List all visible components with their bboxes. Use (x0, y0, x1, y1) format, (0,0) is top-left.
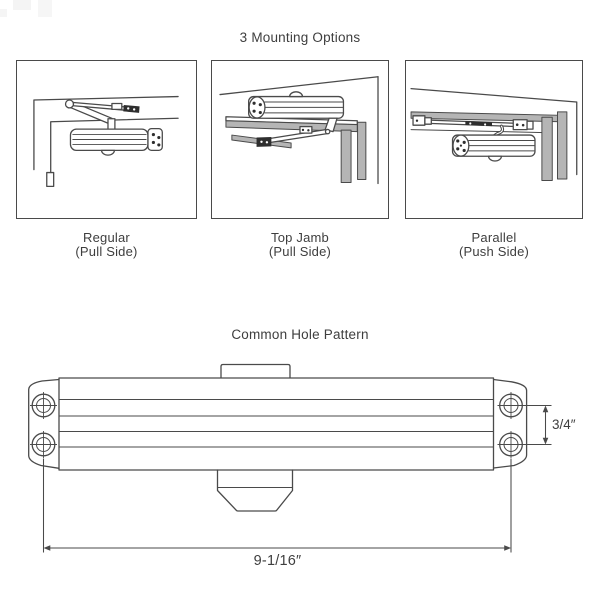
caption-line: Top Jamb (271, 230, 329, 245)
closer-body-front (28, 363, 528, 512)
cropped-logo-remnant (13, 0, 31, 10)
caption-line: (Push Side) (458, 243, 530, 259)
cropped-logo-remnant (38, 0, 52, 17)
end-cap (147, 127, 163, 152)
wall-outline (219, 76, 379, 185)
door-shoe (256, 137, 272, 147)
horizontal-dimension (42, 458, 512, 553)
caption-line: Regular (83, 230, 130, 245)
mounting-panel-top-jamb (211, 60, 389, 219)
elbow-pivot (324, 128, 331, 135)
door-jamb (541, 111, 568, 181)
end-cap (248, 96, 266, 119)
parallel-mount-drawing (410, 88, 578, 181)
caption-parallel: Parallel (Push Side) (405, 231, 583, 259)
top-valve-block (220, 363, 291, 380)
hole (497, 392, 525, 419)
valve-bump (487, 155, 503, 162)
caption-line: (Pull Side) (268, 243, 332, 259)
closer-body (248, 91, 345, 119)
frame-shoe (123, 104, 140, 113)
caption-top-jamb: Top Jamb (Pull Side) (211, 231, 389, 259)
valve-bump (100, 149, 116, 156)
caption-regular: Regular (Pull Side) (16, 231, 197, 259)
closer-arm (256, 117, 338, 147)
closer-body (451, 134, 536, 162)
mount-plate-right (492, 378, 528, 469)
cropped-logo-remnant (0, 9, 7, 17)
arm-bracket (299, 126, 313, 134)
hole (497, 431, 525, 458)
mounting-panel-regular (16, 60, 197, 219)
mount-plate-left (28, 378, 60, 469)
hole-pattern-drawing (20, 352, 592, 577)
track-bracket-left (412, 115, 426, 126)
forearm-rod (262, 128, 328, 145)
caption-line: Parallel (471, 230, 517, 245)
regular-mount-drawing (33, 95, 179, 188)
top-jamb-mount-drawing (219, 76, 379, 185)
door-jamb (340, 121, 367, 183)
vertical-dimension-label: 3/4″ (552, 417, 576, 432)
elbow-pivot (64, 99, 75, 109)
hole (30, 392, 57, 419)
caption-line: (Pull Side) (75, 243, 138, 259)
mounting-options-title: 3 Mounting Options (239, 30, 361, 45)
hinge (46, 171, 55, 188)
parallel-arm-track (412, 115, 534, 138)
horizontal-dimension-label: 9-1/16″ (253, 553, 302, 569)
door-slab (225, 116, 358, 149)
closer-body (69, 118, 163, 156)
vertical-dimension (524, 404, 552, 446)
track-bracket-right (512, 119, 528, 131)
valve-bump (288, 91, 304, 98)
hole-pattern-title: Common Hole Pattern (231, 327, 369, 342)
hole (30, 431, 57, 458)
hole-pattern-svg (28, 363, 552, 553)
main-arm (324, 117, 338, 133)
pinion-housing (216, 469, 294, 512)
body-outline (58, 377, 495, 471)
door-frame-outline (33, 95, 179, 188)
turnbuckle (111, 102, 123, 111)
mounting-holes (30, 392, 525, 458)
wall-outline (410, 88, 578, 176)
mounting-panel-parallel (405, 60, 583, 219)
pinion-stem (107, 118, 116, 130)
